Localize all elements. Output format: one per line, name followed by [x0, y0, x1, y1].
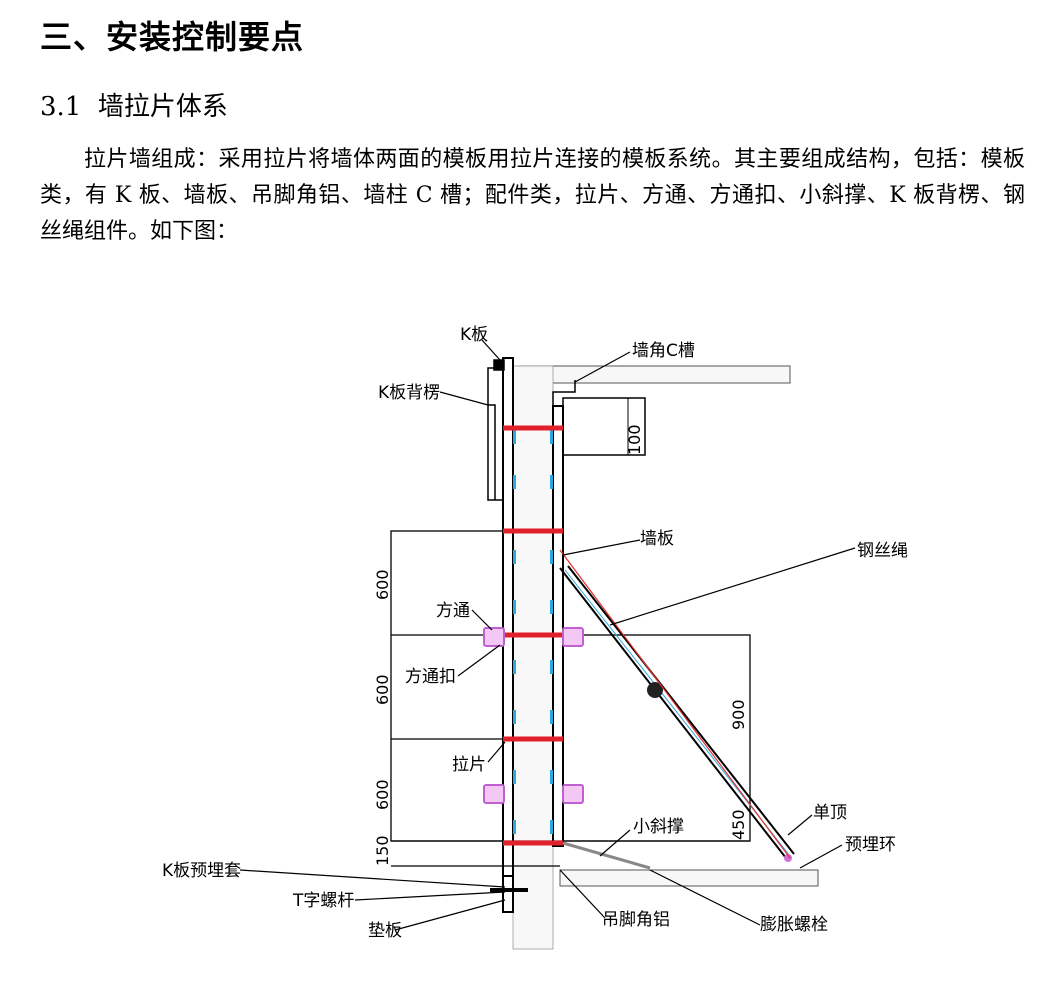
label-small-brace: 小斜撑 [633, 817, 684, 837]
k-board-back-frame [487, 359, 505, 501]
subsection-title: 3.1 墙拉片体系 [40, 86, 228, 123]
section-title: 三、安装控制要点 [40, 18, 305, 56]
steel-wire-rope [559, 549, 791, 859]
wall-tie-diagram: K板 K板背楞 墙角C槽 墙板 钢丝绳 方通 方通扣 拉片 小斜撑 单顶 预埋环… [162, 325, 908, 950]
intro-paragraph: 拉片墙组成：采用拉片将墙体两面的模板用拉片连接的模板系统。其主要组成结构，包括：… [40, 147, 1025, 244]
dim-150: 150 [373, 835, 392, 866]
diagonal-brace [559, 565, 795, 862]
tie-sheets [503, 425, 563, 846]
right-wall-panel [552, 405, 564, 847]
label-corner-c: 墙角C槽 [632, 341, 695, 361]
dim-100: 100 [625, 424, 644, 455]
dim-600-b: 600 [373, 674, 392, 705]
label-t-bolt: T字螺杆 [292, 891, 354, 911]
floor-slab [559, 869, 819, 887]
label-steel-wire: 钢丝绳 [857, 541, 908, 561]
label-pad: 垫板 [368, 921, 402, 941]
label-k-board-back: K板背楞 [378, 383, 440, 403]
subsection-label: 墙拉片体系 [97, 92, 228, 122]
label-k-sleeve: K板预埋套 [162, 861, 241, 881]
label-expansion-bolt: 膨胀螺栓 [760, 915, 828, 935]
small-brace [562, 841, 651, 870]
dim-600-a: 600 [373, 569, 392, 600]
label-square-clip: 方通扣 [405, 667, 456, 687]
label-wall-board: 墙板 [640, 529, 674, 549]
label-hanging-angle: 吊脚角铝 [602, 910, 670, 930]
label-tie-sheet: 拉片 [452, 755, 486, 775]
t-bolt-assembly [490, 875, 528, 913]
subsection-number: 3.1 [40, 92, 82, 122]
dim-450: 450 [729, 809, 748, 840]
leader-lines [239, 339, 856, 931]
label-single-top: 单顶 [813, 803, 847, 823]
dim-600-c: 600 [373, 779, 392, 810]
label-square-tube: 方通 [436, 601, 470, 621]
label-embedded-ring: 预埋环 [845, 835, 896, 855]
panel-stiffeners [513, 430, 553, 834]
concrete-wall [512, 365, 554, 950]
square-tube-clips [483, 627, 584, 804]
label-k-board: K板 [460, 325, 488, 345]
dim-900: 900 [729, 699, 748, 730]
top-slab [517, 365, 791, 384]
corner-c-channel [552, 380, 646, 456]
